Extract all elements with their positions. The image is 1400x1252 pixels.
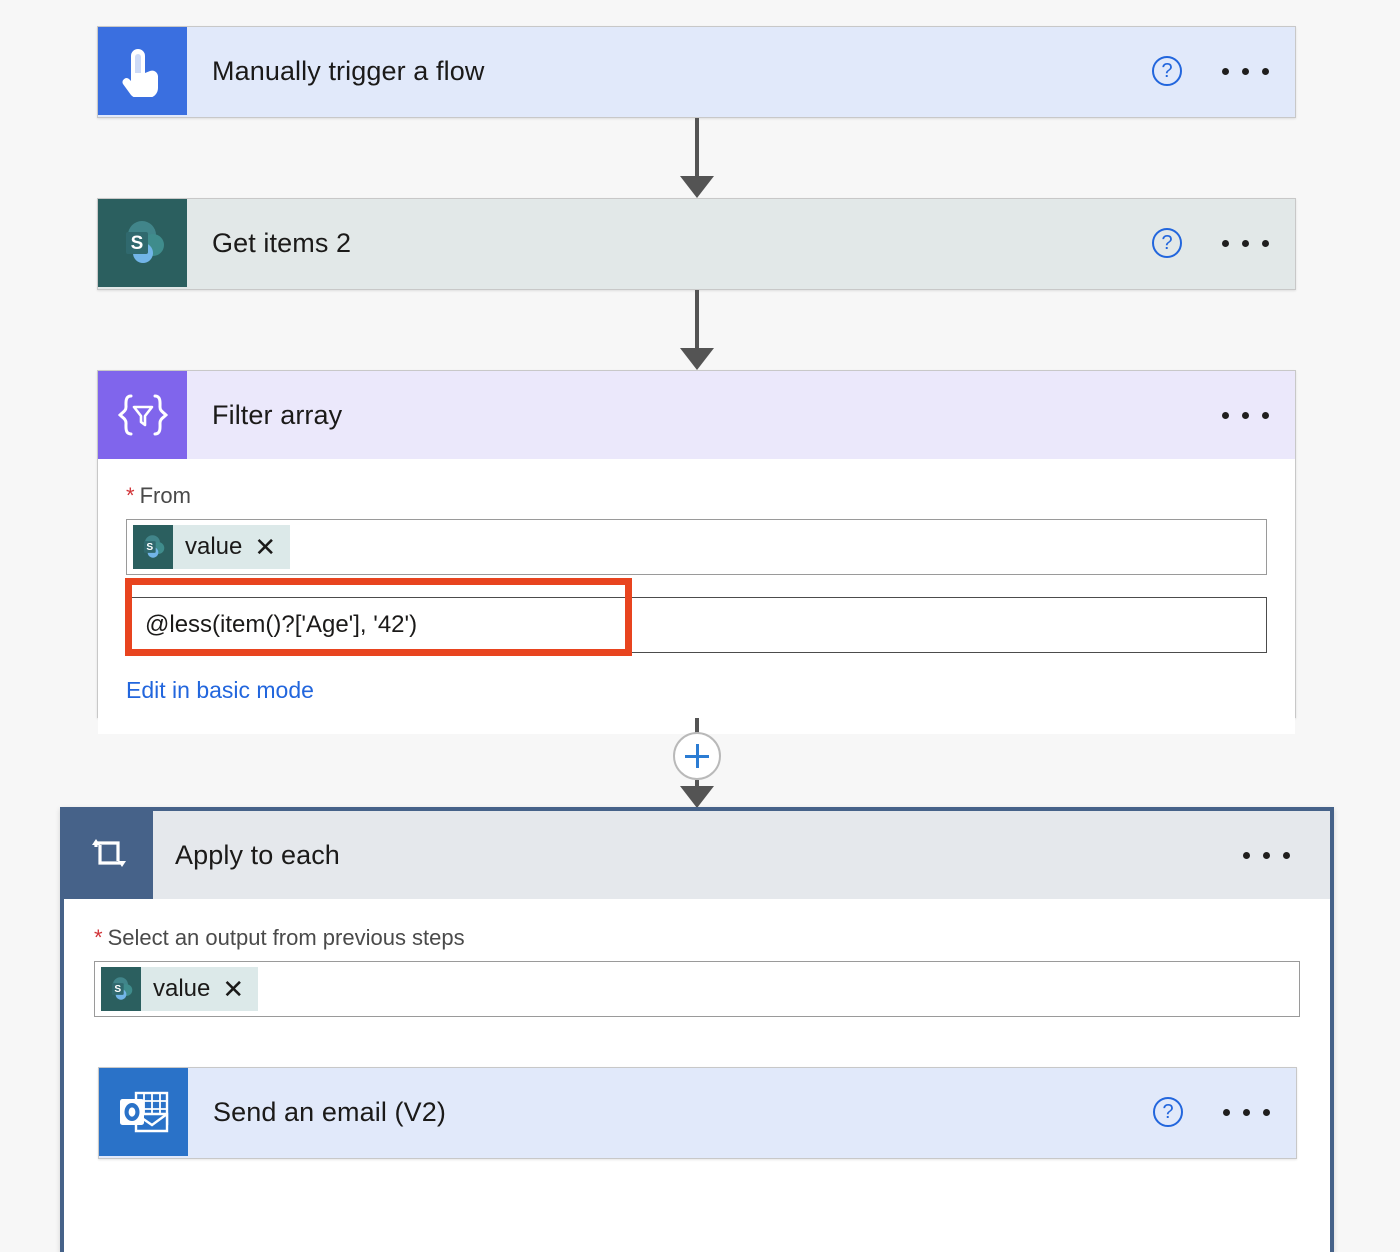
step-overflow-menu-icon[interactable] [1218, 60, 1273, 83]
scope-body: *Select an output from previous steps S … [64, 899, 1330, 1159]
step-header[interactable]: Filter array [98, 371, 1295, 459]
svg-text:S: S [114, 984, 121, 995]
connector-line [695, 118, 699, 177]
connector-arrow-icon [680, 786, 714, 808]
svg-text:S: S [146, 542, 153, 553]
select-output-field-label: *Select an output from previous steps [94, 925, 1300, 951]
filter-array-icon [98, 371, 187, 459]
scope-overflow-menu-icon[interactable] [1239, 844, 1294, 867]
connector-arrow-icon [680, 176, 714, 198]
step-header[interactable]: Send an email (V2) ? [99, 1068, 1296, 1156]
select-output-label-text: Select an output from previous steps [107, 925, 465, 950]
help-icon[interactable]: ? [1152, 228, 1182, 258]
sharepoint-icon: S [101, 967, 141, 1011]
step-header-actions: ? [1152, 27, 1273, 115]
step-header[interactable]: Manually trigger a flow ? [98, 27, 1295, 115]
step-title: Send an email (V2) [213, 1096, 446, 1127]
flow-step-manually-trigger-a-flow[interactable]: Manually trigger a flow ? [97, 26, 1296, 118]
flow-scope-apply-to-each[interactable]: Apply to each *Select an output from pre… [60, 807, 1334, 1252]
scope-title: Apply to each [175, 839, 340, 870]
token-label: value [153, 975, 211, 1002]
filter-array-body: *From S value ✕ [98, 459, 1295, 734]
edit-in-basic-mode-link[interactable]: Edit in basic mode [126, 677, 314, 703]
token-label: value [185, 533, 243, 560]
sharepoint-icon: S [98, 199, 187, 287]
required-marker: * [126, 483, 135, 508]
flow-step-send-an-email-v2[interactable]: Send an email (V2) ? [98, 1067, 1297, 1159]
connector-filter-to-apply-top [677, 718, 717, 736]
step-overflow-menu-icon[interactable] [1218, 232, 1273, 255]
remove-token-icon[interactable]: ✕ [254, 532, 277, 562]
step-header[interactable]: S Get items 2 ? [98, 199, 1295, 287]
connector-line [695, 290, 699, 349]
filter-condition-expression-input[interactable]: @less(item()?['Age'], '42') [126, 597, 1267, 653]
dynamic-content-token-value[interactable]: S value ✕ [101, 967, 259, 1011]
connector-line [695, 780, 699, 787]
remove-token-icon[interactable]: ✕ [222, 974, 245, 1004]
add-step-button[interactable] [673, 732, 721, 780]
from-field-label: *From [126, 483, 1267, 509]
svg-text:S: S [130, 233, 143, 254]
loop-icon [64, 811, 153, 899]
step-header-actions: ? [1152, 199, 1273, 287]
connector-arrow-icon [680, 348, 714, 370]
outlook-icon [99, 1068, 188, 1156]
sharepoint-icon: S [133, 525, 173, 569]
step-title: Filter array [212, 399, 343, 430]
select-output-input[interactable]: S value ✕ [94, 961, 1300, 1017]
connector-get-items-to-filter-array [677, 290, 717, 370]
required-marker: * [94, 925, 103, 950]
step-title: Manually trigger a flow [212, 55, 485, 86]
flow-step-get-items-2[interactable]: S Get items 2 ? [97, 198, 1296, 290]
step-overflow-menu-icon[interactable] [1219, 1101, 1274, 1124]
from-label-text: From [139, 483, 191, 508]
dynamic-content-token-value[interactable]: S value ✕ [133, 525, 291, 569]
scope-header-actions [1239, 811, 1294, 899]
help-icon[interactable]: ? [1153, 1097, 1183, 1127]
step-header-actions [1218, 371, 1273, 459]
step-overflow-menu-icon[interactable] [1218, 404, 1273, 427]
trigger-tap-icon [98, 27, 187, 115]
spacer [126, 575, 1267, 597]
scope-header[interactable]: Apply to each [64, 811, 1330, 899]
connector-trigger-to-get-items [677, 118, 717, 198]
step-header-actions: ? [1153, 1068, 1274, 1156]
help-icon[interactable]: ? [1152, 56, 1182, 86]
connector-line [695, 718, 699, 736]
step-title: Get items 2 [212, 227, 352, 258]
connector-filter-to-apply-bottom [677, 780, 717, 808]
from-field-input[interactable]: S value ✕ [126, 519, 1267, 575]
flow-step-filter-array[interactable]: Filter array *From S [97, 370, 1296, 734]
